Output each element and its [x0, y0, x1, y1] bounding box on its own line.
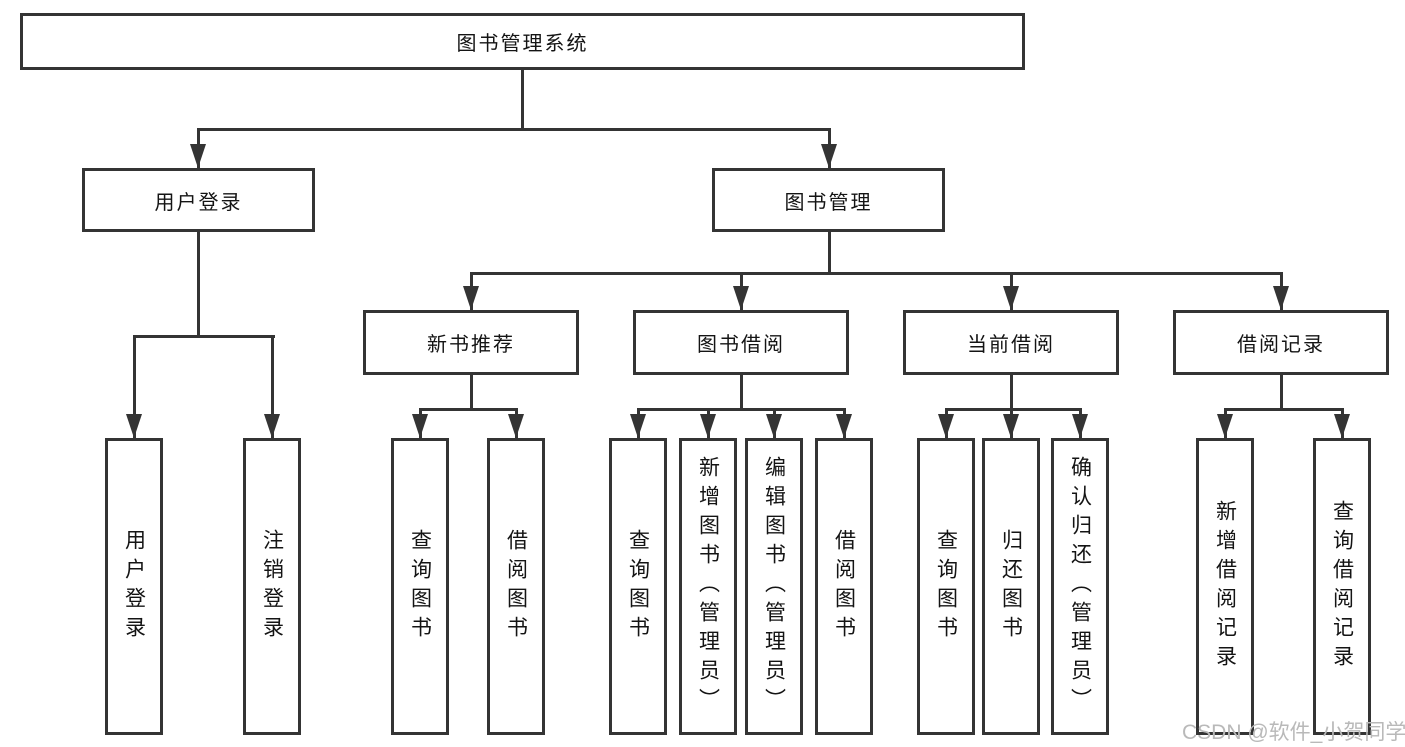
node-leaf-add-book-admin: 新增图书（管理员） [679, 438, 737, 735]
arrow-to-current-borrow-icon [1003, 286, 1019, 310]
connector-book-borrow-stem [740, 375, 743, 408]
node-current-borrow: 当前借阅 [903, 310, 1119, 375]
node-leaf-borrow-book-a: 借阅图书 [487, 438, 545, 735]
connector-to-leaf-login-line [133, 335, 136, 438]
arrow-to-user-login-icon [190, 144, 206, 168]
node-leaf-return-book: 归还图书 [982, 438, 1040, 735]
connector-current-borrow-stem [1010, 375, 1013, 408]
node-leaf-user-login: 用户登录 [105, 438, 163, 735]
node-leaf-query-borrow-record: 查询借阅记录 [1313, 438, 1371, 735]
connector-new-book-bus [419, 408, 518, 411]
node-book-management: 图书管理 [712, 168, 945, 232]
node-leaf-borrow-book-b: 借阅图书 [815, 438, 873, 735]
arrow-to-add-book-icon [700, 414, 716, 438]
node-new-book-recommend: 新书推荐 [363, 310, 579, 375]
node-borrow-records: 借阅记录 [1173, 310, 1389, 375]
node-leaf-logout: 注销登录 [243, 438, 301, 735]
arrow-to-book-mgmt-icon [821, 144, 837, 168]
arrow-to-query-book-a-icon [412, 414, 428, 438]
arrow-to-return-book-icon [1003, 414, 1019, 438]
arrow-to-confirm-return-icon [1072, 414, 1088, 438]
connector-root-stem [521, 70, 524, 128]
arrow-to-borrow-records-icon [1273, 286, 1289, 310]
arrow-to-edit-book-icon [766, 414, 782, 438]
connector-book-mgmt-bus [470, 272, 1283, 275]
node-leaf-query-book-a: 查询图书 [391, 438, 449, 735]
node-leaf-query-book-b: 查询图书 [609, 438, 667, 735]
arrow-to-leaf-login-icon [126, 414, 142, 438]
connector-borrow-records-bus [1224, 408, 1343, 411]
arrow-to-borrow-book-a-icon [508, 414, 524, 438]
arrow-to-borrow-book-b-icon [836, 414, 852, 438]
node-book-borrow: 图书借阅 [633, 310, 849, 375]
connector-to-leaf-logout-line [271, 335, 274, 438]
connector-user-login-bus [133, 335, 275, 338]
arrow-to-new-book-icon [463, 286, 479, 310]
connector-book-mgmt-stem [828, 232, 831, 272]
node-leaf-confirm-return-admin: 确认归还（管理员） [1051, 438, 1109, 735]
arrow-to-book-borrow-icon [733, 286, 749, 310]
connector-borrow-records-stem [1280, 375, 1283, 408]
node-leaf-add-borrow-record: 新增借阅记录 [1196, 438, 1254, 735]
node-leaf-query-book-c: 查询图书 [917, 438, 975, 735]
arrow-to-query-record-icon [1334, 414, 1350, 438]
arrow-to-query-book-b-icon [630, 414, 646, 438]
connector-root-bus [197, 128, 831, 131]
connector-current-borrow-bus [945, 408, 1082, 411]
connector-user-login-stem [197, 232, 200, 335]
arrow-to-add-record-icon [1217, 414, 1233, 438]
node-root-system: 图书管理系统 [20, 13, 1025, 70]
node-leaf-edit-book-admin: 编辑图书（管理员） [745, 438, 803, 735]
arrow-to-query-book-c-icon [938, 414, 954, 438]
node-user-login: 用户登录 [82, 168, 315, 232]
connector-book-borrow-bus [637, 408, 846, 411]
arrow-to-leaf-logout-icon [264, 414, 280, 438]
csdn-watermark: CSDN @软件_小贺同学 [1182, 721, 1405, 744]
connector-new-book-stem [470, 375, 473, 408]
